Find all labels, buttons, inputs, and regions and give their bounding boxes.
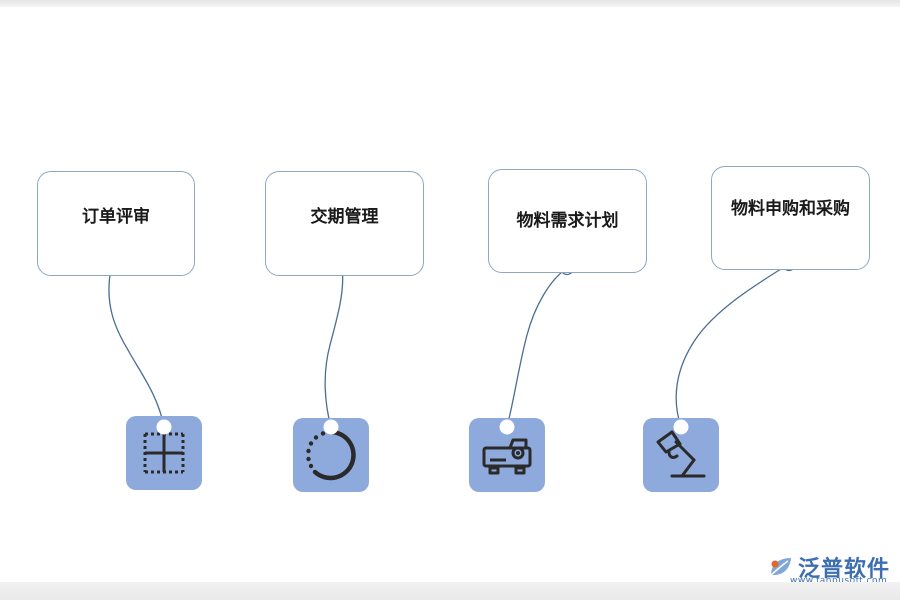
step-card-4: 物料申购和采购 bbox=[711, 166, 870, 270]
icon-tile-1 bbox=[126, 416, 202, 490]
step-label-3: 物料需求计划 bbox=[516, 211, 619, 231]
bottom-border bbox=[0, 582, 900, 600]
connector-4 bbox=[675, 263, 790, 428]
desk-lamp-icon bbox=[656, 430, 706, 478]
connector-3 bbox=[506, 267, 568, 428]
loading-circle-icon bbox=[306, 429, 356, 481]
grid-crop-icon bbox=[143, 432, 185, 474]
icon-tile-4 bbox=[643, 418, 719, 492]
step-label-4: 物料申购和采购 bbox=[731, 199, 850, 219]
connector-1 bbox=[108, 268, 165, 428]
brand-url: www.fanpusoft.com bbox=[790, 576, 888, 586]
brand-logo: 泛普软件 bbox=[768, 551, 890, 583]
projector-icon bbox=[482, 438, 532, 475]
leaf-logo-icon bbox=[770, 558, 791, 576]
step-label-1: 订单评审 bbox=[82, 206, 150, 227]
brand-name: 泛普软件 bbox=[798, 557, 891, 582]
icon-tile-2 bbox=[293, 418, 369, 492]
step-label-2: 交期管理 bbox=[310, 206, 379, 227]
step-card-1: 订单评审 bbox=[37, 171, 195, 276]
step-card-2: 交期管理 bbox=[265, 171, 424, 276]
icon-tile-3 bbox=[469, 418, 545, 492]
top-border bbox=[0, 0, 900, 7]
connector-2 bbox=[324, 267, 344, 428]
step-card-3: 物料需求计划 bbox=[488, 169, 647, 273]
